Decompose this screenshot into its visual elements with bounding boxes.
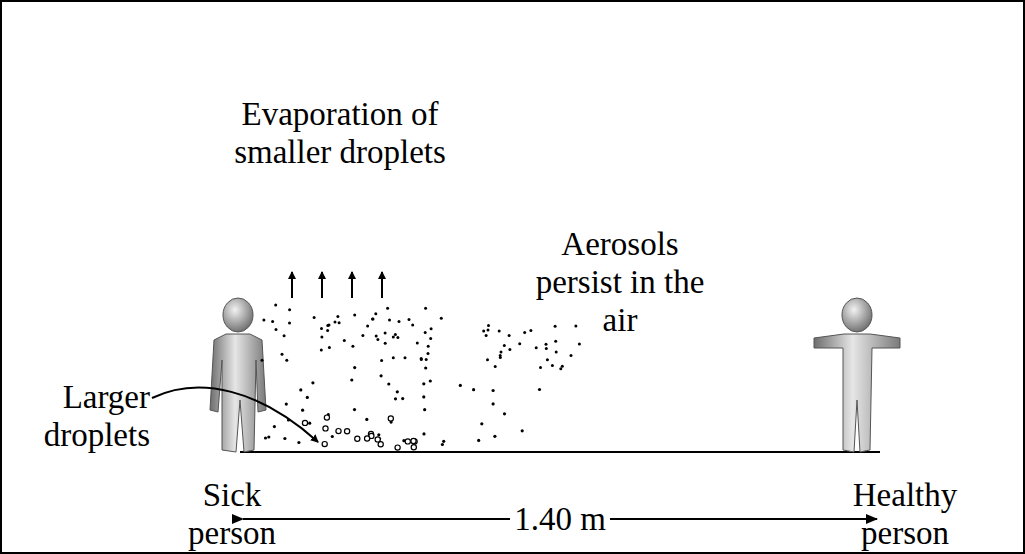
text-label: Aerosols persist in the air [515,225,725,339]
sick-person-figure [210,298,266,452]
text-label: Healthy person [805,476,1005,552]
droplet-dots [261,304,581,451]
evaporation-arrows [292,272,382,298]
text-label: Sick person [162,476,302,552]
leader-line [152,388,318,442]
text-label: Larger droplets [10,378,150,454]
text-label: 1.40 m [510,500,610,538]
ground-line [240,451,880,453]
text-label: Evaporation of smaller droplets [215,95,465,171]
healthy-person-figure [814,298,900,452]
